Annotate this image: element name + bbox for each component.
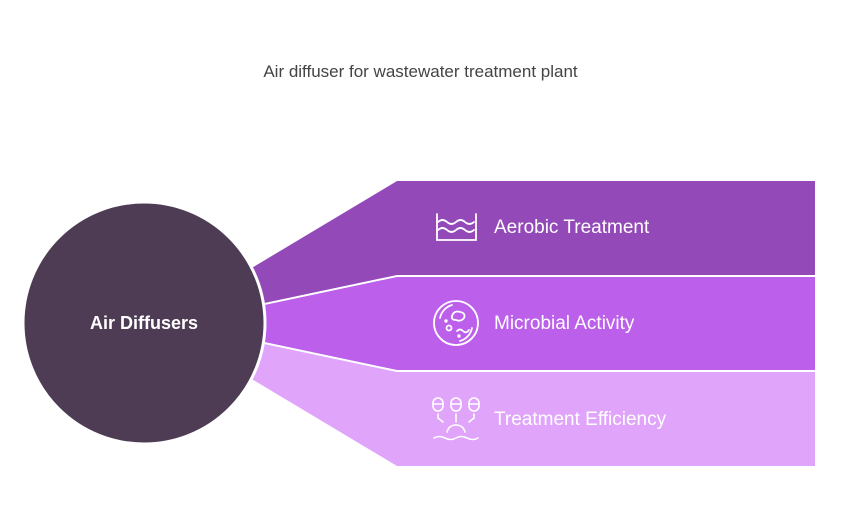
branch-band-aerobic	[240, 181, 815, 305]
diagram-title: Air diffuser for wastewater treatment pl…	[263, 62, 578, 81]
branch-label-aerobic: Aerobic Treatment	[494, 217, 650, 238]
center-circle	[21, 200, 267, 446]
branch-label-efficiency: Treatment Efficiency	[494, 409, 667, 430]
branch-band-microbial	[255, 277, 815, 370]
filtration-icon	[432, 397, 480, 441]
center-label: Air Diffusers	[89, 313, 199, 333]
petri-dish-icon	[433, 300, 479, 346]
branch-label-microbial: Microbial Activity	[494, 313, 635, 334]
branch-band-efficiency	[245, 342, 815, 466]
water-tank-icon	[436, 213, 477, 241]
